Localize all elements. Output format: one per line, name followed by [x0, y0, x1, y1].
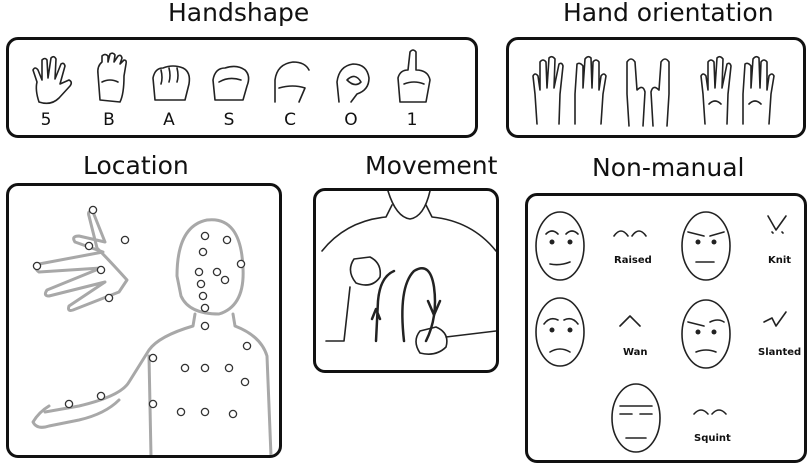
location-point-marker — [64, 399, 74, 409]
location-point-marker — [148, 353, 158, 363]
movement-arrow-up — [370, 269, 396, 343]
slanted-face-icon — [681, 299, 731, 369]
location-point-marker — [32, 261, 42, 271]
raised-label: Raised — [614, 255, 652, 266]
handshape-c-icon — [274, 61, 310, 103]
left-fist — [325, 256, 382, 342]
handshape-label-1: 1 — [406, 110, 418, 130]
right-fist — [415, 326, 496, 355]
location-point-marker — [200, 407, 210, 417]
squint-brow-icon — [693, 409, 727, 415]
handshape-drawings — [32, 49, 431, 105]
raised-brow-icon — [613, 230, 647, 237]
location-point-marker — [176, 407, 186, 417]
movement-title: Movement — [365, 151, 498, 180]
location-point-marker — [236, 259, 246, 269]
handshape-s-icon — [212, 65, 250, 101]
squint-label: Squint — [694, 433, 731, 444]
side-facing-hands-icon — [626, 58, 670, 127]
signer-chin — [387, 191, 431, 220]
location-point-marker — [120, 235, 130, 245]
handshape-panel: 5 B A S C O 1 — [6, 37, 478, 138]
palms-in-hands-icon — [700, 55, 775, 125]
signer-shoulders — [321, 204, 496, 252]
location-point-marker — [84, 241, 94, 251]
location-body-figure — [31, 205, 273, 455]
location-point-marker — [96, 391, 106, 401]
palms-out-hands-icon — [532, 55, 607, 125]
knit-label: Knit — [768, 255, 792, 266]
location-point-marker — [242, 341, 252, 351]
location-point-marker — [198, 247, 208, 257]
location-point-marker — [88, 205, 98, 215]
handshape-o-icon — [336, 63, 370, 103]
hand-orientation-panel — [506, 37, 806, 138]
hand-orientation-title: Hand orientation — [563, 0, 774, 27]
handshape-1-icon — [397, 49, 431, 103]
location-point-marker — [194, 267, 204, 277]
location-title: Location — [83, 151, 189, 180]
handshape-label-s: S — [223, 110, 235, 130]
knit-face-icon — [681, 211, 731, 281]
head-outline — [175, 218, 245, 316]
location-point-marker — [212, 267, 222, 277]
non-manual-faces — [535, 211, 787, 453]
torso-outline — [43, 312, 273, 455]
location-point-marker — [196, 279, 206, 289]
lower-hand-outline — [31, 398, 121, 429]
non-manual-title: Non-manual — [592, 153, 745, 182]
wan-brow-icon — [619, 315, 641, 327]
handshape-label-c: C — [284, 110, 296, 130]
location-point-marker — [222, 235, 232, 245]
location-point-marker — [180, 363, 190, 373]
location-point-marker — [224, 363, 234, 373]
location-panel — [6, 183, 282, 458]
movement-arrow-down — [426, 299, 442, 317]
location-point-marker — [104, 293, 114, 303]
location-point-marker — [200, 321, 210, 331]
handshape-label-5: 5 — [40, 110, 52, 130]
location-point-marker — [200, 303, 210, 313]
location-point-marker — [148, 399, 158, 409]
handshape-label-b: B — [103, 110, 115, 130]
non-manual-panel: Raised Knit Wan Slanted Squint — [525, 193, 807, 463]
location-point-marker — [200, 363, 210, 373]
location-point-marker — [240, 377, 250, 387]
handshape-label-a: A — [163, 110, 175, 130]
handshape-title: Handshape — [168, 0, 310, 27]
squint-face-icon — [611, 383, 661, 453]
raised-face-icon — [535, 211, 585, 281]
movement-figure — [321, 191, 496, 355]
movement-panel — [313, 188, 499, 373]
open-hand-outline — [34, 210, 129, 312]
wan-label: Wan — [623, 347, 648, 358]
knit-brow-icon — [767, 215, 787, 234]
hand-orientation-drawings — [532, 55, 775, 127]
location-point-marker — [220, 275, 230, 285]
handshape-a-icon — [152, 65, 191, 101]
location-point-marker — [200, 231, 210, 241]
handshape-b-icon — [97, 52, 128, 103]
slanted-label: Slanted — [758, 347, 802, 358]
location-point-marker — [228, 409, 238, 419]
location-point-marker — [198, 291, 208, 301]
handshape-label-o: O — [344, 110, 358, 130]
slanted-brow-icon — [763, 311, 787, 327]
handshape-5-icon — [32, 55, 73, 105]
wan-face-icon — [535, 297, 585, 367]
location-point-marker — [96, 265, 106, 275]
